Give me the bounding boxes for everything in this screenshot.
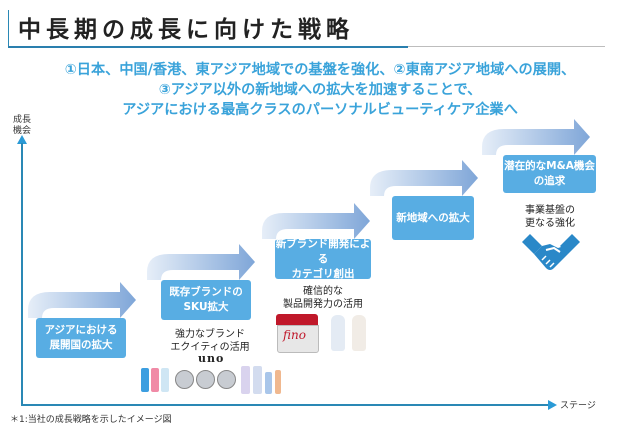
- stage-4-arrow: [370, 160, 478, 196]
- stage-5-arrow: [482, 119, 590, 155]
- headline-line-2: ③アジア以外の新地域への拡大を加速することで、: [158, 82, 482, 98]
- headline-line-3: アジアにおける最高クラスのパーソナルビューティケア企業へ: [122, 102, 518, 118]
- stage-1-title-line-2: 展開国の拡大: [49, 339, 113, 351]
- stage-5-desc-line-2: 更なる強化: [525, 218, 575, 229]
- stage-3-description: 確信的な 製品開発力の活用: [270, 285, 376, 311]
- title-underline-gray: [408, 46, 605, 47]
- stage-2-desc-line-2: エクイティの活用: [170, 342, 250, 353]
- stage-3-arrow: [262, 203, 370, 239]
- stage-3-box: 新ブランド開発によるカテゴリ創出: [275, 237, 371, 280]
- x-axis-label: ステージ: [560, 401, 596, 411]
- page-title: 中長期の成長に向けた戦略: [18, 17, 354, 43]
- headline-line-1: ①日本、中国/香港、東アジア地域での基盤を強化、②東南アジア地域への展開、: [64, 62, 576, 78]
- footnote: ＊1:当社の成長戦略を示したイメージ図: [10, 415, 172, 425]
- y-axis-arrow-icon: [17, 135, 27, 144]
- stage-1-box: アジアにおける展開国の拡大: [36, 318, 126, 358]
- x-axis: [21, 404, 549, 406]
- stage-4-title: 新地域への拡大: [396, 211, 470, 224]
- stage-3-desc-line-2: 製品開発力の活用: [283, 299, 363, 310]
- stage-5-title-line-2: の追求: [533, 175, 566, 187]
- title-underline: [8, 46, 408, 48]
- stage-4-box: 新地域への拡大: [392, 196, 474, 240]
- stage-5-title-line-1: 潜在的なM&A機会: [504, 160, 595, 172]
- y-axis: [21, 143, 23, 405]
- stage-2-box: 既存ブランドの SKU拡大: [161, 280, 251, 320]
- x-axis-arrow-icon: [548, 400, 557, 410]
- stage-5-description: 事業基盤の 更なる強化: [500, 204, 600, 230]
- stage-2-title-line-2: SKU拡大: [183, 301, 229, 313]
- y-axis-label: 成長 機会: [13, 115, 31, 137]
- stage-3-desc-line-1: 確信的な: [303, 286, 343, 297]
- stage-2-title-line-1: 既存ブランドの: [169, 286, 243, 298]
- y-axis-label-line-2: 機会: [13, 126, 32, 136]
- fino-brand-logo: fino: [283, 328, 306, 342]
- y-axis-label-line-1: 成長: [13, 115, 32, 125]
- stage-3-title-line-2: カテゴリ創出: [291, 267, 355, 280]
- stage-1-arrow: [28, 282, 136, 318]
- stage-2-arrow: [147, 244, 255, 280]
- stage-5-desc-line-1: 事業基盤の: [525, 205, 575, 216]
- stage-2-description: 強力なブランド エクイティの活用: [160, 328, 260, 354]
- strategy-headline: ①日本、中国/香港、東アジア地域での基盤を強化、②東南アジア地域への展開、 ③ア…: [40, 60, 600, 120]
- stage-3-title-line-1: 新ブランド開発による: [275, 237, 371, 265]
- uno-brand-logo: uno: [198, 352, 225, 365]
- stage-2-desc-line-1: 強力なブランド: [175, 329, 245, 340]
- handshake-icon: [522, 234, 580, 270]
- stage-5-box: 潜在的なM&A機会の追求: [503, 155, 596, 193]
- title-accent-bar: [8, 10, 9, 47]
- stage-1-title-line-1: アジアにおける: [44, 324, 118, 336]
